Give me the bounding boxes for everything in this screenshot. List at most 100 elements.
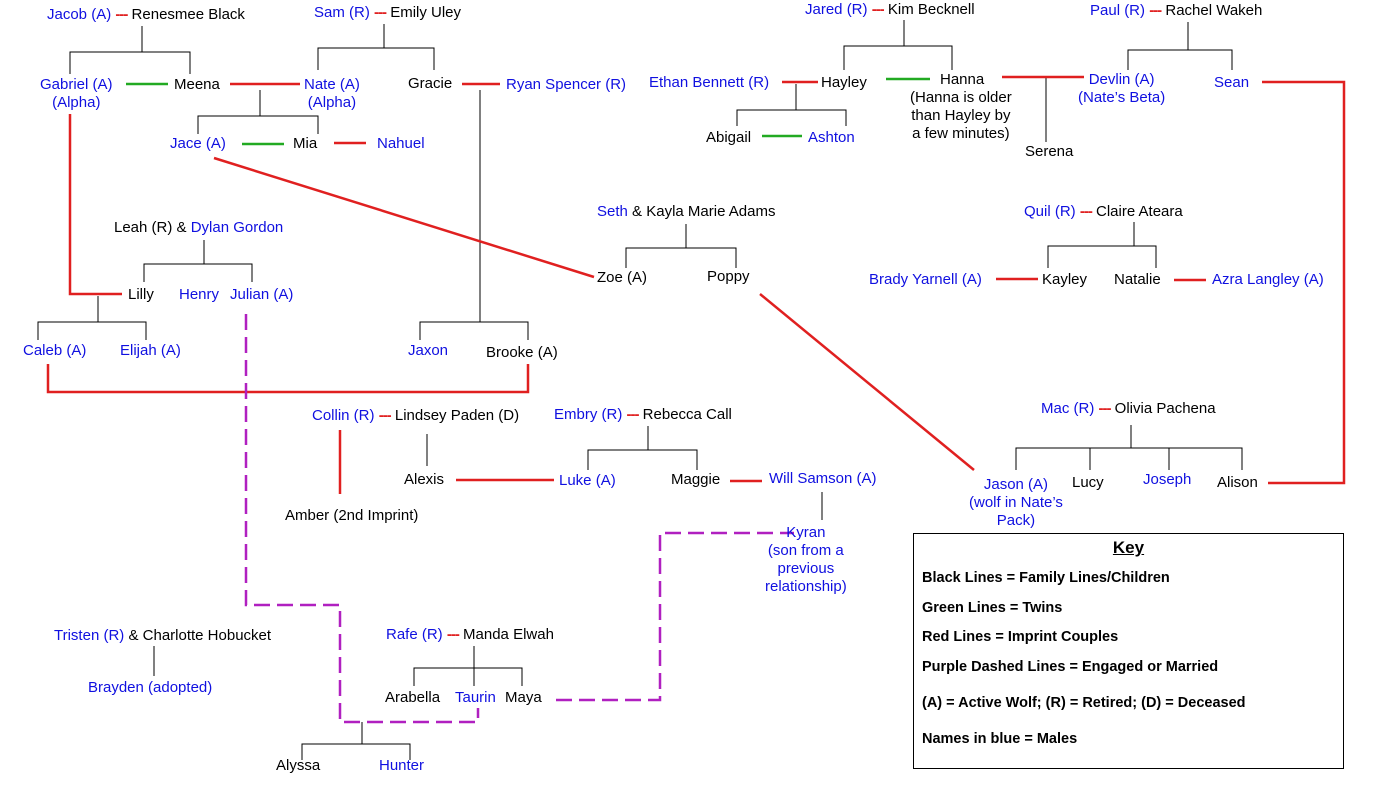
imprint-lines <box>46 75 1346 494</box>
person-renesmee: Renesmee Black <box>131 6 245 23</box>
separator: & <box>128 627 139 644</box>
hanna-note: (Hanna is older than Hayley by a few min… <box>910 89 1012 142</box>
couple-embry-rebecca: Embry (R) --- Rebecca Call <box>554 406 732 424</box>
person-leah: Leah (R) <box>114 219 173 236</box>
person-lindsey: Lindsey Paden (D) <box>394 407 520 424</box>
person-kyran: Kyran (son from a previous relationship) <box>765 524 847 595</box>
person-lucy: Lucy <box>1072 474 1104 491</box>
engaged-line <box>556 531 794 702</box>
person-azra: Azra Langley (A) <box>1212 271 1324 288</box>
person-maya: Maya <box>505 689 542 706</box>
couple-tristen-charlotte: Tristen (R) & Charlotte Hobucket <box>54 627 271 645</box>
family-line <box>625 247 737 268</box>
person-rebecca: Rebecca Call <box>642 406 732 423</box>
person-emily: Emily Uley <box>390 4 462 21</box>
person-caleb: Caleb (A) <box>23 342 87 359</box>
couple-jacob-renesmee: Jacob (A) --- Renesmee Black <box>47 6 245 24</box>
couple-paul-rachel: Paul (R) --- Rachel Wakeh <box>1090 2 1262 20</box>
separator: --- <box>446 626 460 643</box>
couple-seth-kayla: Seth & Kayla Marie Adams <box>597 203 775 221</box>
person-kim: Kim Becknell <box>887 1 975 18</box>
couple-quil-claire: Quil (R) --- Claire Ateara <box>1024 203 1183 221</box>
family-line <box>736 109 847 126</box>
person-rachel: Rachel Wakeh <box>1165 2 1263 19</box>
family-lines <box>37 20 1243 760</box>
person-ashton: Ashton <box>808 129 855 146</box>
person-seth: Seth <box>597 203 628 220</box>
person-nahuel: Nahuel <box>377 135 425 152</box>
person-henry: Henry <box>179 286 220 303</box>
person-luke: Luke (A) <box>559 472 616 489</box>
person-amber: Amber (2nd Imprint) <box>285 507 419 524</box>
engaged-line <box>244 314 480 724</box>
family-line <box>413 667 523 686</box>
family-line <box>587 449 698 470</box>
person-sean: Sean <box>1214 74 1250 91</box>
person-julian: Julian (A) <box>230 286 294 303</box>
family-line <box>197 115 319 134</box>
person-embry: Embry (R) <box>554 406 623 423</box>
couple-collin-lindsey: Collin (R) --- Lindsey Paden (D) <box>312 407 519 425</box>
separator: --- <box>1149 2 1162 19</box>
person-mac: Mac (R) <box>1041 400 1095 417</box>
person-arabella: Arabella <box>385 689 441 706</box>
person-will: Will Samson (A) <box>769 470 877 487</box>
family-line <box>317 47 435 70</box>
person-brady: Brady Yarnell (A) <box>869 271 982 288</box>
couple-sam-emily: Sam (R) --- Emily Uley <box>314 4 461 22</box>
person-ryan: Ryan Spencer (R) <box>506 76 627 93</box>
family-line <box>37 321 147 340</box>
imprint-line <box>68 114 122 296</box>
person-collin: Collin (R) <box>312 407 375 424</box>
person-taurin: Taurin <box>455 689 496 706</box>
person-hayley: Hayley <box>821 74 867 91</box>
family-line <box>301 743 411 760</box>
person-brooke: Brooke (A) <box>486 344 558 361</box>
legend-item: Names in blue = Males <box>922 731 1078 747</box>
twin-lines <box>126 77 930 146</box>
family-line <box>1127 49 1233 70</box>
legend-title: Key <box>1112 538 1145 557</box>
legend-item: (A) = Active Wolf; (R) = Retired; (D) = … <box>922 695 1246 711</box>
separator: --- <box>378 407 392 424</box>
imprint-line <box>759 293 975 471</box>
person-jared: Jared (R) <box>805 1 868 18</box>
couple-mac-olivia: Mac (R) --- Olivia Pachena <box>1041 400 1216 418</box>
family-line <box>69 51 191 74</box>
couple-jared-kim: Jared (R) --- Kim Becknell <box>805 1 975 19</box>
person-alyssa: Alyssa <box>276 757 321 774</box>
person-lilly: Lilly <box>128 286 154 303</box>
person-meena: Meena <box>174 76 220 93</box>
person-rafe: Rafe (R) <box>386 626 443 643</box>
person-elijah: Elijah (A) <box>120 342 181 359</box>
person-paul: Paul (R) <box>1090 2 1146 19</box>
couple-leah-dylan: Leah (R) & Dylan Gordon <box>114 219 283 237</box>
couple-rafe-manda: Rafe (R) --- Manda Elwah <box>386 626 554 644</box>
person-gabriel: Gabriel (A) (Alpha) <box>40 76 113 111</box>
imprint-line <box>1262 80 1346 485</box>
person-hunter: Hunter <box>379 757 425 774</box>
family-line <box>843 45 953 70</box>
separator: & <box>176 219 187 236</box>
person-kayley: Kayley <box>1042 271 1088 288</box>
person-jaxon: Jaxon <box>408 342 449 359</box>
person-devlin: Devlin (A) (Nate’s Beta) <box>1078 71 1166 106</box>
person-joseph: Joseph <box>1143 471 1192 488</box>
person-jacob: Jacob (A) <box>47 6 112 23</box>
person-sam: Sam (R) <box>314 4 370 21</box>
separator: --- <box>1098 400 1112 417</box>
person-manda: Manda Elwah <box>463 626 554 643</box>
person-alexis: Alexis <box>404 471 445 488</box>
separator: --- <box>626 406 640 423</box>
legend-item: Red Lines = Imprint Couples <box>922 629 1119 645</box>
person-claire: Claire Ateara <box>1096 203 1183 220</box>
person-quil: Quil (R) <box>1024 203 1076 220</box>
legend-item: Green Lines = Twins <box>922 600 1063 616</box>
legend-item: Purple Dashed Lines = Engaged or Married <box>922 659 1219 675</box>
family-line <box>1015 447 1243 470</box>
family-line <box>143 263 253 282</box>
person-alison: Alison <box>1217 474 1258 491</box>
person-ethan: Ethan Bennett (R) <box>649 74 770 91</box>
person-natalie: Natalie <box>1114 271 1161 288</box>
